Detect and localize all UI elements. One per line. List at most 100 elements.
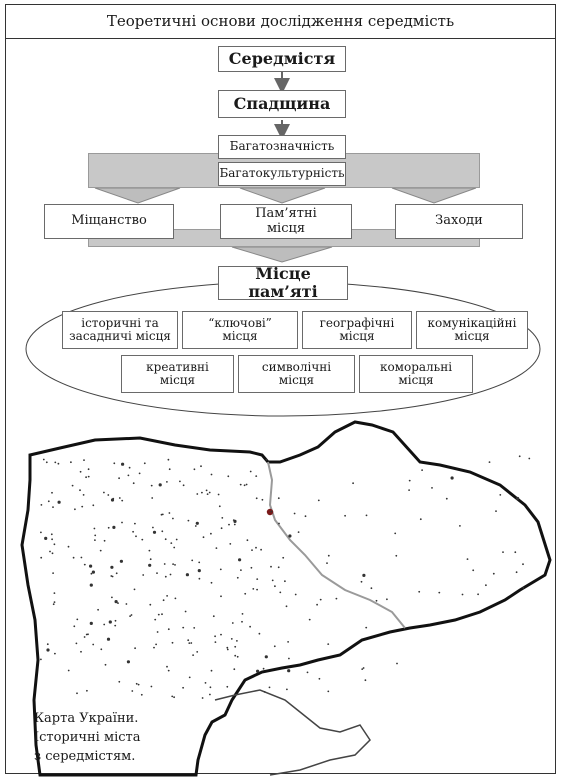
city-dot (236, 655, 239, 658)
city-dot (80, 556, 83, 559)
city-dot (152, 526, 154, 529)
places-ellipse (25, 281, 541, 417)
wedge-left (94, 187, 181, 204)
city-dot (395, 554, 398, 557)
city-dot (76, 692, 78, 695)
city-dot (209, 693, 211, 696)
city-dot (270, 565, 272, 568)
ukraine-border (20, 420, 552, 777)
city-dot (287, 669, 291, 673)
city-dot (234, 645, 237, 648)
city-dot (219, 568, 222, 571)
city-dot (285, 605, 288, 608)
city-dot (214, 641, 217, 643)
city-dot (47, 500, 50, 503)
city-dot (466, 558, 469, 560)
city-dot (152, 530, 157, 534)
city-dot (167, 669, 170, 672)
city-dot (133, 588, 136, 591)
city-dot (74, 508, 76, 511)
city-dot (46, 643, 49, 646)
city-dot (220, 595, 222, 598)
city-dot (111, 575, 114, 578)
city-dot (438, 591, 441, 594)
city-dot (234, 654, 237, 657)
city-dot (92, 504, 95, 507)
city-dot (335, 597, 338, 600)
city-dot (150, 685, 153, 688)
city-dot (170, 542, 173, 544)
city-dot (134, 522, 136, 525)
city-dot (149, 603, 152, 606)
city-dot (286, 688, 288, 691)
city-dot (182, 686, 185, 689)
city-dot (191, 559, 194, 562)
city-dot (327, 554, 330, 557)
city-dot (304, 515, 307, 518)
page-title: Теоретичні основи дослідження середмість (5, 4, 556, 39)
city-dots (40, 455, 531, 699)
city-dot (274, 585, 276, 588)
city-dot (153, 646, 155, 649)
city-dot (264, 655, 268, 659)
city-dot (42, 458, 45, 461)
city-dot (99, 549, 102, 552)
city-dot (92, 643, 95, 646)
city-dot (53, 592, 56, 594)
city-dot (233, 668, 236, 671)
city-dot (394, 532, 397, 535)
city-dot (284, 580, 286, 583)
city-dot (172, 563, 175, 565)
city-dot (220, 527, 223, 530)
city-dot (193, 627, 196, 629)
city-dot (256, 669, 260, 673)
city-dot (149, 558, 152, 561)
city-dot (246, 539, 249, 542)
city-dot (110, 565, 114, 569)
city-dot (53, 601, 56, 603)
city-dot (360, 580, 363, 583)
city-dot (130, 614, 133, 616)
city-dot (172, 517, 174, 520)
city-dot (46, 648, 50, 652)
city-dot (270, 510, 273, 513)
city-dot (166, 481, 168, 483)
city-dot (192, 654, 195, 656)
caption-line2: Історичні міста (34, 730, 141, 745)
city-dot (40, 504, 43, 506)
city-dot (89, 583, 93, 587)
box-creative: креативні місця (121, 355, 234, 393)
city-dot (277, 566, 280, 569)
box-level2: Спадщина (218, 90, 346, 118)
city-dot (515, 571, 518, 574)
city-dot (135, 682, 138, 685)
city-dot (362, 667, 365, 669)
city-dot (148, 563, 152, 567)
city-dot (129, 615, 132, 617)
city-dot (87, 475, 90, 478)
city-dot (514, 551, 517, 554)
city-dot (173, 696, 176, 699)
caption-line3: з середмістям. (34, 749, 136, 764)
city-dot (209, 686, 212, 689)
city-dot (233, 523, 236, 526)
city-dot (396, 662, 398, 665)
city-dot (197, 569, 201, 573)
city-dot (126, 660, 130, 664)
city-dot (174, 564, 176, 566)
city-dot (138, 472, 141, 475)
city-dot (81, 505, 84, 508)
city-dot (90, 572, 93, 575)
city-dot (115, 572, 118, 575)
city-dot (195, 521, 199, 525)
city-dot (200, 465, 202, 468)
city-dot (408, 479, 411, 482)
city-dot (226, 646, 229, 649)
city-dot (364, 679, 367, 682)
city-dot (260, 548, 262, 551)
city-dot (113, 462, 116, 465)
city-dot (293, 512, 296, 515)
city-dot (125, 603, 128, 605)
city-dot (190, 642, 193, 644)
city-dot (516, 496, 520, 501)
